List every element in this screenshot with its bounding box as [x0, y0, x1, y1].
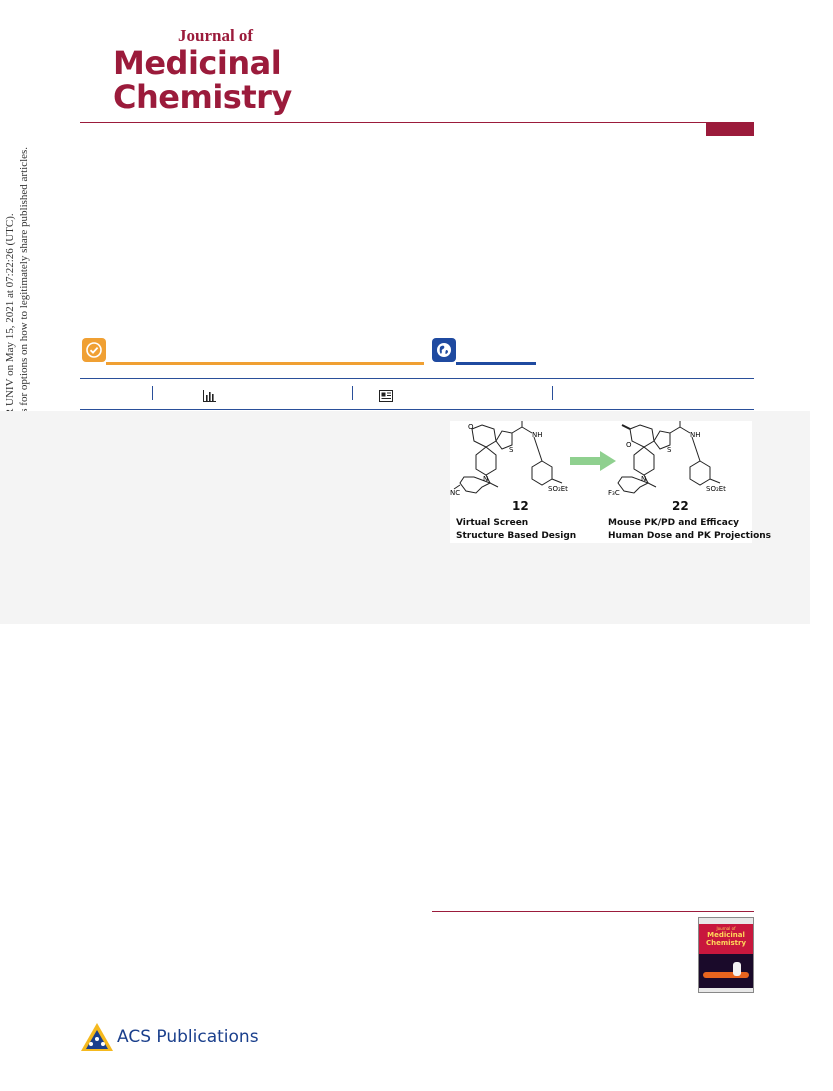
s-label: S: [667, 446, 672, 454]
n-label: N: [483, 475, 488, 483]
journal-cover-thumbnail[interactable]: Journal of Medicinal Chemistry: [698, 917, 754, 993]
compound-22-structure: O S NH N F₃C SO₂Et: [608, 421, 726, 497]
header-rule: [80, 122, 754, 123]
toc-graphic: O S NH N NC SO₂Et 12 Virtual Screen Stru…: [450, 421, 771, 543]
so2et-label: SO₂Et: [548, 485, 568, 493]
s-label: S: [509, 446, 514, 454]
publisher-name[interactable]: ACS Publications: [117, 1027, 259, 1047]
nh-label: NH: [532, 431, 543, 439]
journal-title-line3: Chemistry: [113, 78, 292, 116]
check-icon[interactable]: [82, 338, 106, 362]
metrics-divider: [352, 386, 353, 400]
metrics-divider: [552, 386, 553, 400]
metrics-divider: [152, 386, 153, 400]
download-notice-line2[interactable]: See https://pubs.acs.org/sharingguidelin…: [18, 146, 30, 594]
cover-title-line3: Chemistry: [705, 939, 747, 947]
toc-caption-right-2: Human Dose and PK Projections: [608, 531, 772, 541]
download-notice: Downloaded via BUTLER UNIV on May 15, 20…: [3, 0, 31, 740]
compound-number-22: 22: [672, 499, 689, 513]
acs-logo-icon[interactable]: [80, 1022, 114, 1052]
nh-label: NH: [690, 431, 701, 439]
journal-title-line2: Medicinal: [113, 44, 282, 82]
compound-number-12: 12: [512, 499, 529, 513]
nc-label: NC: [450, 489, 460, 497]
toc-caption-left-1: Virtual Screen: [456, 518, 529, 528]
toc-caption-left-2: Structure Based Design: [456, 531, 577, 541]
metrics-bar-top-rule: [80, 378, 754, 379]
journal-title-line1: Journal of: [178, 26, 254, 45]
cover-title-line1: Journal of: [716, 926, 736, 931]
metrics-chart-icon[interactable]: [203, 389, 216, 407]
n-label: N: [641, 475, 646, 483]
cover-title-line2: Medicinal: [707, 931, 745, 939]
so2et-label: SO₂Et: [706, 485, 726, 493]
metrics-bar-bottom-rule: [80, 409, 754, 410]
download-notice-line1: Downloaded via BUTLER UNIV on May 15, 20…: [4, 213, 16, 527]
o-label: O: [468, 423, 474, 431]
arrow-right-icon: [570, 451, 616, 471]
f3c-label: F₃C: [608, 489, 620, 497]
footer-rule: [432, 911, 754, 912]
article-recommendations-icon[interactable]: [379, 389, 393, 407]
globe-icon[interactable]: [432, 338, 456, 362]
corner-tab: [706, 123, 754, 136]
compound-12-structure: O S NH N NC SO₂Et: [450, 421, 568, 497]
o-label: O: [626, 441, 632, 449]
cite-this-bar: [106, 362, 424, 365]
toc-caption-right-1: Mouse PK/PD and Efficacy: [608, 518, 740, 528]
read-online-bar: [456, 362, 536, 365]
